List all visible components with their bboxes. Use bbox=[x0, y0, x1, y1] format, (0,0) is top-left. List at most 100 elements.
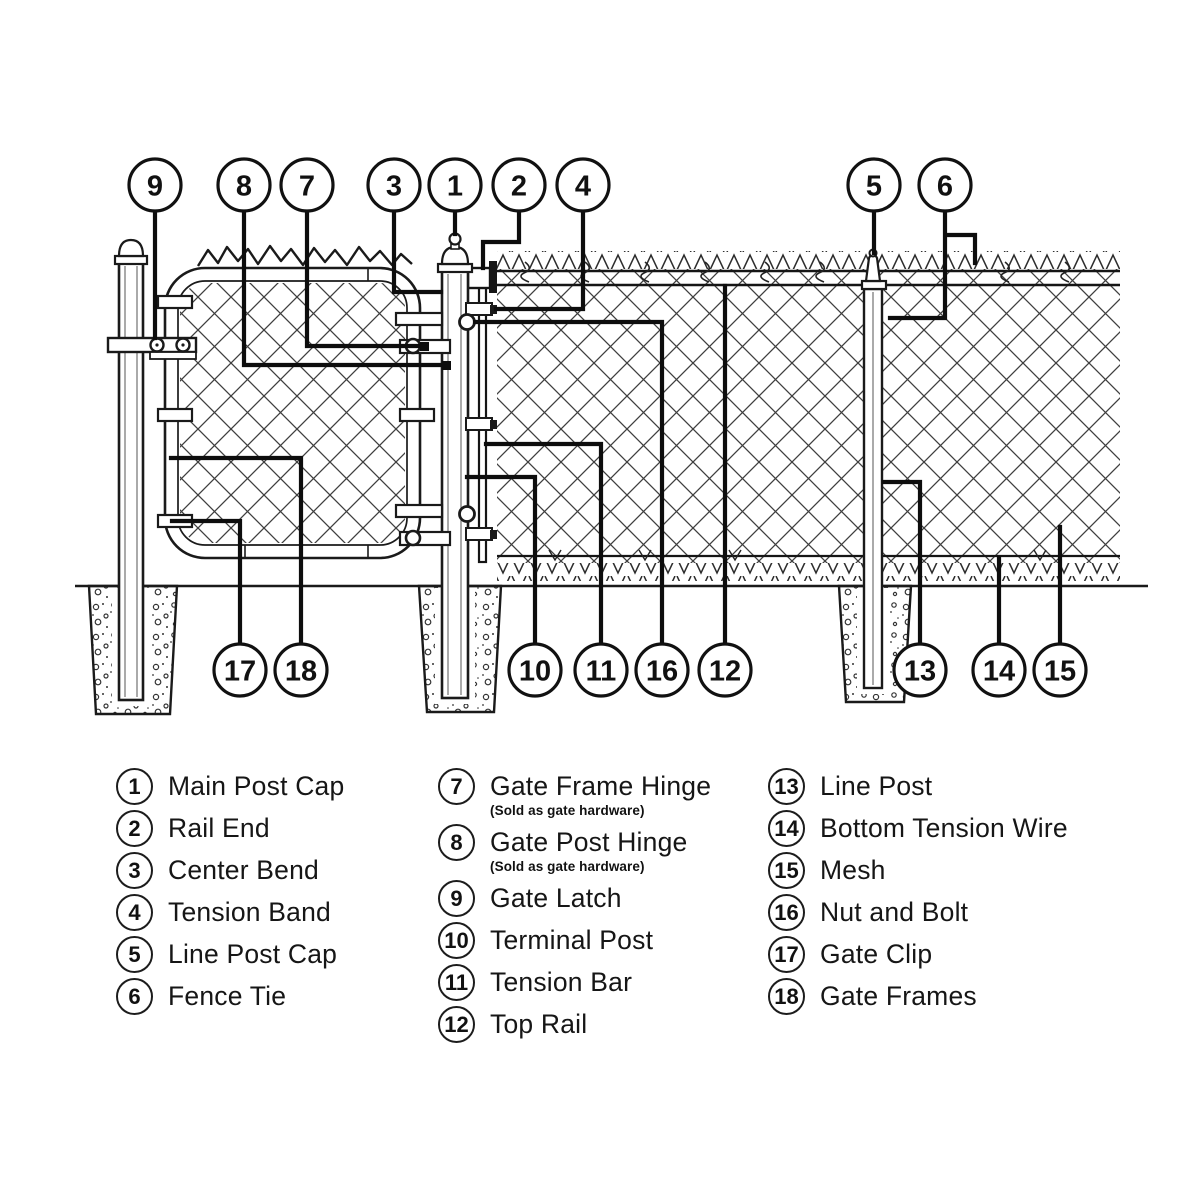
svg-text:12: 12 bbox=[709, 656, 741, 688]
terminal-post-group bbox=[394, 232, 497, 700]
legend-num-badge: 2 bbox=[116, 810, 153, 847]
callout-circles: 9 8 7 3 1 2 4 5 6 17 18 10 11 16 12 13 1… bbox=[127, 157, 1088, 698]
gate-post-hinge bbox=[394, 311, 444, 327]
leader-7 bbox=[304, 208, 427, 349]
hinge-bolt bbox=[458, 313, 476, 331]
fence-diagram: 9 8 7 3 1 2 4 5 6 17 18 10 11 16 12 13 1… bbox=[75, 157, 1148, 716]
gate-clip bbox=[156, 407, 194, 423]
legend-num-badge: 5 bbox=[116, 936, 153, 973]
legend-label: Bottom Tension Wire bbox=[820, 813, 1068, 843]
line-post-group bbox=[860, 248, 888, 690]
legend-label: Center Bend bbox=[168, 855, 319, 885]
callout-1: 1 bbox=[427, 157, 483, 213]
callout-8: 8 bbox=[216, 157, 272, 213]
latch-post bbox=[117, 261, 145, 702]
gate-post-hinge bbox=[394, 503, 444, 519]
legend-label: Rail End bbox=[168, 813, 270, 843]
legend-num-badge: 8 bbox=[438, 824, 475, 861]
tension-band bbox=[465, 417, 493, 431]
callout-9: 9 bbox=[127, 157, 183, 213]
legend-label: Tension Bar bbox=[490, 967, 633, 997]
legend-label: Gate Post Hinge bbox=[490, 827, 688, 857]
gate-clip bbox=[398, 407, 436, 423]
leader-17 bbox=[169, 518, 243, 647]
main-post-cap bbox=[436, 232, 474, 274]
legend-note: (Sold as gate hardware) bbox=[490, 803, 645, 818]
legend-item: 18 Gate Frames bbox=[768, 978, 1098, 1015]
leader-11 bbox=[483, 441, 604, 647]
leader-10 bbox=[464, 474, 538, 647]
leader-6 bbox=[887, 208, 978, 321]
callout-14: 14 bbox=[971, 642, 1027, 698]
legend-label: Fence Tie bbox=[168, 981, 287, 1011]
concrete-footings bbox=[87, 584, 913, 716]
leader-7-end-dot bbox=[420, 342, 429, 351]
legend-note: (Sold as gate hardware) bbox=[490, 859, 645, 874]
svg-text:2: 2 bbox=[511, 171, 527, 203]
terminal-post bbox=[440, 269, 470, 700]
callout-7: 7 bbox=[279, 157, 335, 213]
callout-16: 16 bbox=[634, 642, 690, 698]
gate-mesh bbox=[180, 283, 405, 543]
legend-num-badge: 3 bbox=[116, 852, 153, 889]
latch-post-cap bbox=[113, 238, 149, 266]
latch-post-group bbox=[106, 238, 198, 702]
hinge-bolt bbox=[458, 505, 476, 523]
gate-hinges bbox=[394, 311, 476, 547]
legend-item: 10 Terminal Post bbox=[438, 922, 768, 959]
tension-bands bbox=[465, 302, 497, 541]
callout-5: 5 bbox=[846, 157, 902, 213]
leader-4 bbox=[493, 208, 586, 312]
leader-18 bbox=[168, 455, 304, 647]
legend-num-badge: 10 bbox=[438, 922, 475, 959]
top-rail bbox=[497, 269, 1120, 287]
rail-end bbox=[466, 261, 497, 293]
legend-num-badge: 7 bbox=[438, 768, 475, 805]
svg-text:5: 5 bbox=[866, 171, 882, 203]
svg-text:14: 14 bbox=[983, 656, 1015, 688]
callout-3: 3 bbox=[366, 157, 422, 213]
legend-label: Terminal Post bbox=[490, 925, 654, 955]
legend-num-badge: 18 bbox=[768, 978, 805, 1015]
gate-clip bbox=[156, 294, 194, 310]
callout-12: 12 bbox=[697, 642, 753, 698]
gate-latch bbox=[106, 336, 198, 360]
svg-text:16: 16 bbox=[646, 656, 678, 688]
legend-item: 3 Center Bend bbox=[116, 852, 446, 889]
legend-label: Nut and Bolt bbox=[820, 897, 969, 927]
legend-num-badge: 14 bbox=[768, 810, 805, 847]
legend-label: Gate Clip bbox=[820, 939, 933, 969]
leader-8-end-dot bbox=[442, 361, 451, 370]
leader-16 bbox=[472, 319, 665, 647]
gate-clips bbox=[156, 294, 436, 529]
legend-item: 15 Mesh bbox=[768, 852, 1098, 889]
legend-label: Mesh bbox=[820, 855, 886, 885]
leader-3 bbox=[391, 208, 444, 295]
legend-label: Line Post Cap bbox=[168, 939, 338, 969]
legend-label: Line Post bbox=[820, 771, 933, 801]
legend-num-badge: 15 bbox=[768, 852, 805, 889]
mesh-bottom-selvage bbox=[497, 563, 1120, 581]
gate-top-selvage bbox=[196, 244, 413, 267]
legend-label: Gate Frames bbox=[820, 981, 977, 1011]
legend-item: 2 Rail End bbox=[116, 810, 446, 847]
leader-13 bbox=[881, 479, 923, 647]
leader-8 bbox=[241, 208, 449, 368]
svg-text:13: 13 bbox=[904, 656, 936, 688]
legend-num-badge: 12 bbox=[438, 1006, 475, 1043]
callout-4: 4 bbox=[555, 157, 611, 213]
tension-band bbox=[465, 527, 493, 541]
svg-text:15: 15 bbox=[1044, 656, 1076, 688]
svg-text:9: 9 bbox=[147, 171, 163, 203]
callout-11: 11 bbox=[573, 642, 629, 698]
legend-num-badge: 1 bbox=[116, 768, 153, 805]
svg-text:1: 1 bbox=[447, 171, 463, 203]
